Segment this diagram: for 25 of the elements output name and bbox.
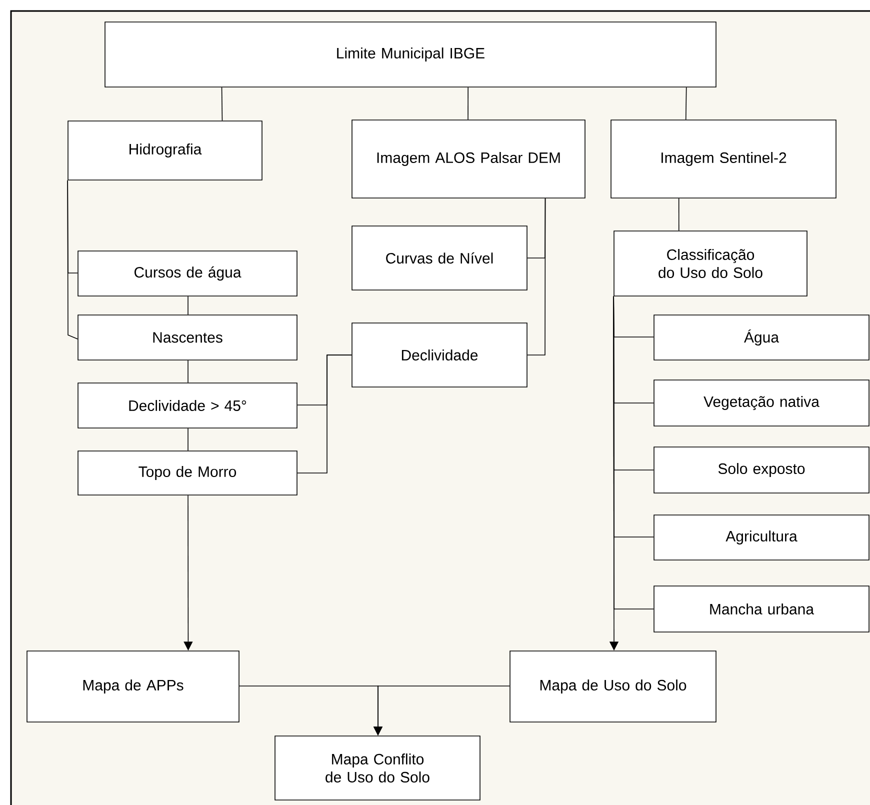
process-box: Mapa de Uso do Solo	[510, 650, 716, 722]
connector-line	[685, 87, 687, 120]
process-box: Classificação do Uso do Solo	[614, 230, 808, 296]
process-box: Solo exposto	[654, 446, 870, 494]
process-box: Mancha urbana	[654, 586, 870, 632]
process-box: Mapa Conflito de Uso do Solo	[274, 736, 480, 800]
process-box: Topo de Morro	[78, 450, 298, 496]
process-box: Hidrografia	[68, 120, 262, 180]
process-box: Água	[654, 314, 870, 360]
process-box: Limite Municipal IBGE	[104, 22, 716, 88]
process-box: Curvas de Nível	[352, 226, 528, 290]
process-box: Mapa de APPs	[26, 650, 240, 722]
process-box: Nascentes	[78, 314, 298, 360]
connector-line	[527, 198, 546, 356]
connector-line	[221, 87, 223, 121]
process-box: Vegetação nativa	[654, 380, 870, 426]
process-box: Imagem Sentinel-2	[610, 120, 836, 198]
connector-line	[678, 198, 680, 231]
process-box: Agricultura	[654, 514, 870, 560]
connector-line	[67, 180, 78, 340]
process-box: Cursos de água	[78, 250, 298, 296]
process-box: Declividade > 45°	[78, 382, 298, 428]
process-box: Declividade	[352, 322, 528, 388]
connector-line	[297, 354, 352, 474]
process-box: Imagem ALOS Palsar DEM	[352, 120, 586, 198]
